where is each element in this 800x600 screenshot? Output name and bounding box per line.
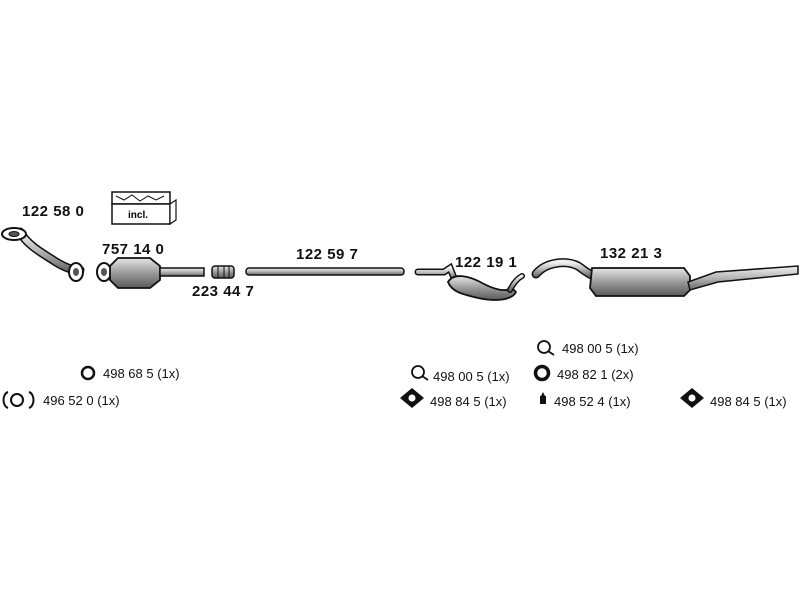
hanger-far-right-number: 498 84 5 (1x): [710, 394, 787, 409]
ring-icon-right: [533, 364, 551, 382]
included-label: incl.: [128, 210, 148, 221]
gasket-set-number: 496 52 0 (1x): [43, 393, 120, 408]
catalyst-number: 757 14 0: [102, 241, 165, 258]
ring-right-number: 498 82 1 (2x): [557, 367, 634, 382]
clamp-icon: [411, 365, 429, 381]
front-pipe: [1, 227, 85, 282]
catalytic-converter: [96, 257, 205, 289]
ring-left-number: 498 68 5 (1x): [103, 366, 180, 381]
clamp-center-number: 498 00 5 (1x): [433, 369, 510, 384]
clamp-right-number: 498 00 5 (1x): [562, 341, 639, 356]
connector-sleeve: [211, 265, 235, 279]
hanger-center-number: 498 84 5 (1x): [430, 394, 507, 409]
rear-silencer-number: 132 21 3: [600, 245, 663, 262]
rubber-mount-number: 498 52 4 (1x): [554, 394, 631, 409]
rear-silencer: [531, 258, 799, 297]
center-silencer-number: 122 19 1: [455, 254, 518, 271]
connector-number: 223 44 7: [192, 283, 255, 300]
included-kit-box: incl.: [111, 191, 177, 226]
rubber-mount-icon: [540, 392, 546, 404]
hanger-icon: [400, 388, 424, 408]
center-silencer: [414, 262, 525, 301]
gasket-set-icon: [2, 391, 35, 409]
middle-pipe-number: 122 59 7: [296, 246, 359, 263]
ring-icon: [80, 365, 96, 381]
front-pipe-number: 122 58 0: [22, 203, 85, 220]
clamp-icon-right: [537, 340, 555, 356]
middle-pipe: [245, 267, 405, 276]
hanger-icon-right: [680, 388, 704, 408]
